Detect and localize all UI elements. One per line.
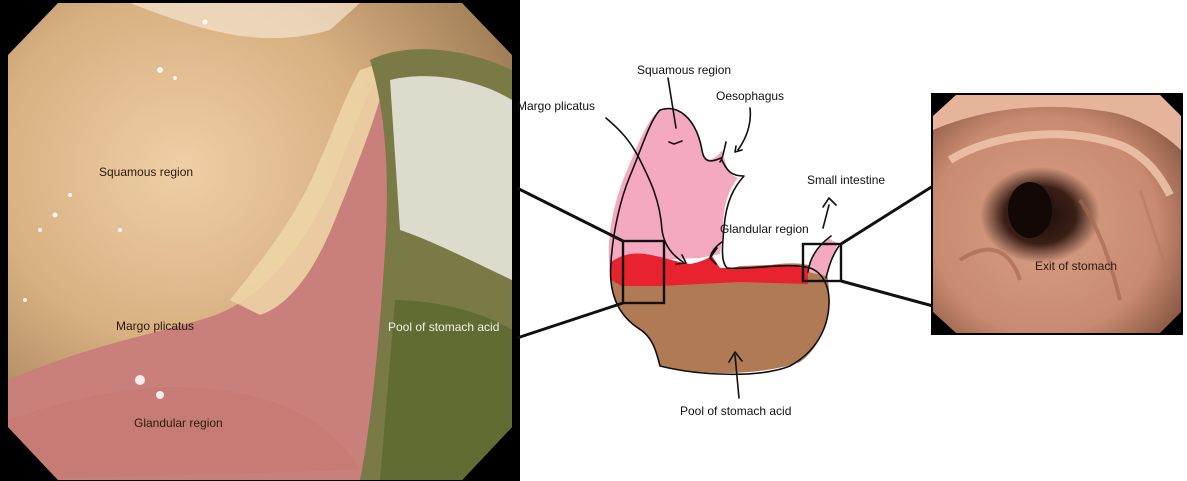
diagram-label-oesophagus: Oesophagus: [716, 89, 784, 103]
right-endoscopy-photo: Exit of stomach: [931, 93, 1183, 335]
left-label-pool-of-stomach-acid: Pool of stomach acid: [388, 320, 499, 334]
arrow-small-intestine: [823, 198, 836, 228]
stomach-squamous-area: [609, 109, 738, 278]
right-label-exit-of-stomach: Exit of stomach: [1035, 259, 1117, 273]
stomach-diagram: Squamous region Oesophagus Margo plicatu…: [517, 63, 933, 418]
left-label-margo-plicatus: Margo plicatus: [116, 319, 194, 333]
diagram-label-squamous-region: Squamous region: [637, 63, 731, 77]
connector-right-lower: [841, 281, 933, 306]
left-label-glandular-region: Glandular region: [134, 416, 223, 430]
connector-right-upper: [841, 186, 933, 244]
diagram-label-small-intestine: Small intestine: [807, 173, 885, 187]
diagram-label-margo-plicatus: Margo plicatus: [517, 99, 595, 113]
arrow-oesophagus: [735, 108, 750, 152]
connector-left-upper: [517, 188, 623, 241]
left-label-squamous-region: Squamous region: [99, 165, 193, 179]
connector-left-lower: [517, 303, 623, 338]
left-endoscopy-photo: Squamous region Margo plicatus Pool of s…: [0, 0, 520, 481]
diagram-label-glandular-region: Glandular region: [720, 222, 809, 236]
diagram-label-pool-of-stomach-acid: Pool of stomach acid: [680, 404, 791, 418]
